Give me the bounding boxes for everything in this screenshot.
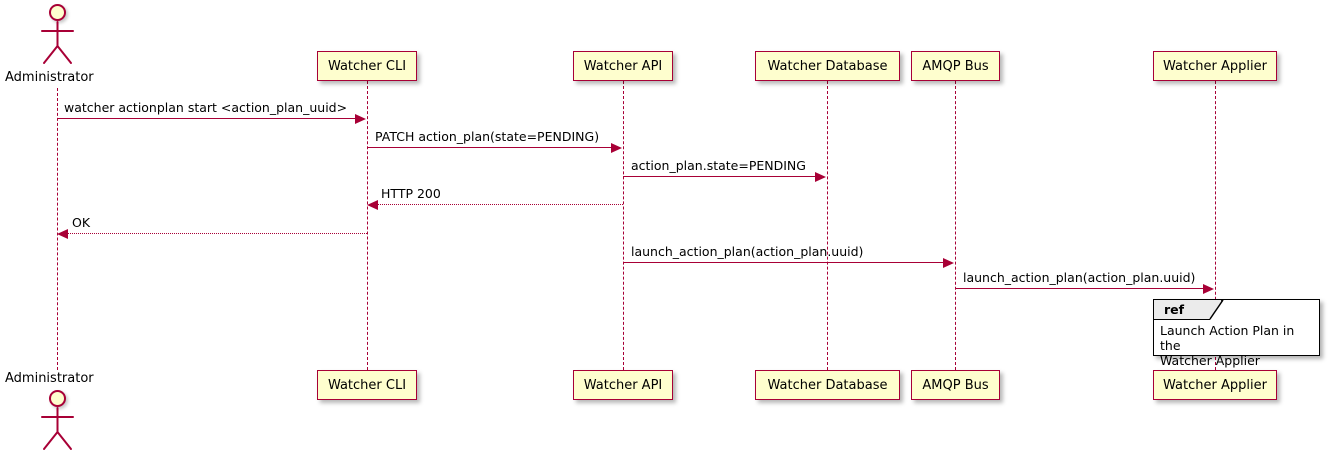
message-line [623,176,816,177]
message-line [57,118,356,119]
message-line [623,262,944,263]
participant-label: Watcher Database [767,58,888,74]
participant-label: Watcher Applier [1163,377,1267,393]
arrow-head-icon [815,171,826,182]
message-label: launch_action_plan(action_plan.uuid) [963,270,1196,285]
message-label: action_plan.state=PENDING [631,158,806,173]
participant-label: Watcher API [583,58,663,74]
arrow-head-icon [367,199,378,210]
ref-body-text: Launch Action Plan in the Watcher Applie… [1160,323,1315,368]
ref-tab: ref [1154,300,1222,320]
message-label: watcher actionplan start <action_plan_uu… [64,100,348,115]
ref-body-line-1: Launch Action Plan in the [1160,323,1295,353]
message-label: PATCH action_plan(state=PENDING) [375,129,600,144]
actor-head-icon [49,390,66,407]
message-line [378,204,623,205]
participant-watcher-api-bottom[interactable]: Watcher API [573,370,673,400]
lifeline-amqp-bus [955,81,956,370]
lifeline-watcher-api [623,81,624,370]
arrow-head-icon [611,142,622,153]
actor-body-icon [41,407,74,450]
participant-label: Watcher Database [767,377,888,393]
participant-watcher-applier-top[interactable]: Watcher Applier [1153,51,1277,81]
ref-body-line-2: Watcher Applier [1160,353,1260,368]
actor-label-administrator-top: Administrator [5,70,94,85]
message-line [68,233,367,234]
ref-fragment-launch-action-plan: ref Launch Action Plan in the Watcher Ap… [1153,299,1320,368]
arrow-head-icon [355,113,366,124]
message-line [955,288,1204,289]
participant-label: Watcher CLI [327,58,407,74]
actor-body-icon [41,21,74,64]
actor-head-icon [49,4,66,21]
lifeline-watcher-database [827,81,828,370]
participant-amqp-bus-top[interactable]: AMQP Bus [911,51,1000,81]
message-label: HTTP 200 [381,186,441,201]
message-label: launch_action_plan(action_plan.uuid) [631,244,864,259]
arrow-head-icon [57,228,68,239]
arrow-head-icon [943,257,954,268]
participant-watcher-api-top[interactable]: Watcher API [573,51,673,81]
message-label: OK [72,215,91,230]
participant-label: Watcher CLI [327,377,407,393]
lifeline-watcher-applier [1215,81,1216,370]
actor-label-administrator-bottom: Administrator [5,371,94,386]
lifeline-watcher-cli [367,81,368,370]
participant-label: Watcher API [583,377,663,393]
participant-label: AMQP Bus [922,58,989,74]
participant-watcher-database-top[interactable]: Watcher Database [755,51,900,81]
message-line [367,147,612,148]
participant-label: Watcher Applier [1163,58,1267,74]
participant-watcher-cli-top[interactable]: Watcher CLI [317,51,417,81]
participant-watcher-cli-bottom[interactable]: Watcher CLI [317,370,417,400]
arrow-head-icon [1203,283,1214,294]
participant-watcher-applier-bottom[interactable]: Watcher Applier [1153,370,1277,400]
ref-tab-label: ref [1164,302,1185,317]
participant-amqp-bus-bottom[interactable]: AMQP Bus [911,370,1000,400]
participant-label: AMQP Bus [922,377,989,393]
participant-watcher-database-bottom[interactable]: Watcher Database [755,370,900,400]
